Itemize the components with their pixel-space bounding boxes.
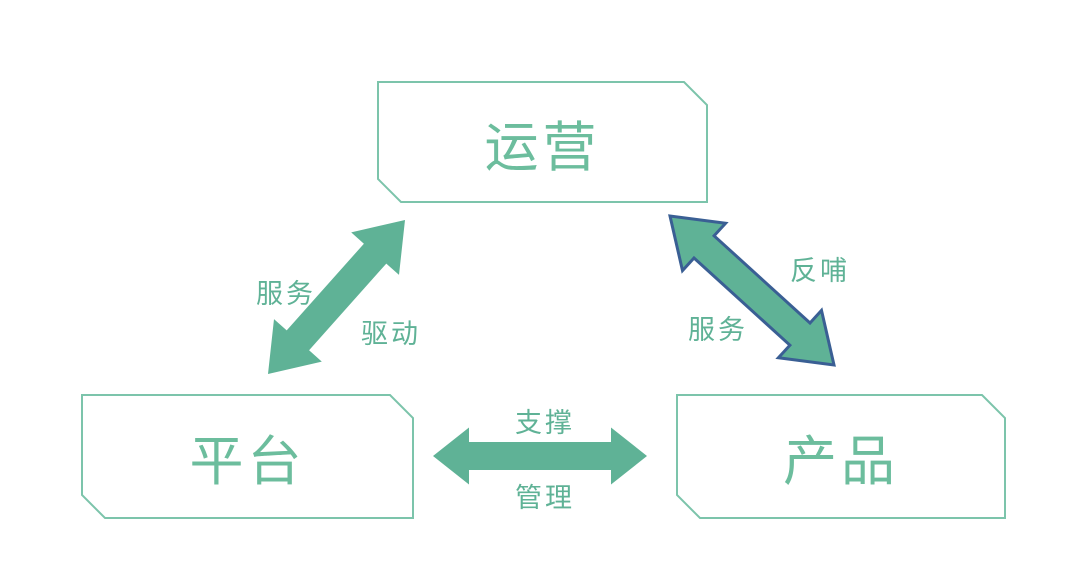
product-node-box [676, 394, 1006, 519]
operations-product-upper-label: 反哺 [790, 255, 850, 286]
platform-operations-upper-label: 服务 [256, 278, 316, 309]
platform-product-lower-label: 管理 [515, 482, 575, 513]
platform-node-label: 平台 [189, 432, 306, 492]
platform-product-arrow [433, 427, 647, 485]
product-node-label: 产品 [783, 432, 899, 492]
operations-node-box [377, 81, 708, 203]
platform-operations-arrow [268, 220, 405, 374]
platform-node-box [81, 394, 414, 519]
operations-product-arrow [668, 214, 836, 367]
platform-operations-lower-label: 驱动 [361, 318, 421, 349]
operations-product-lower-label: 服务 [688, 314, 748, 345]
operations-node-label: 运营 [484, 117, 601, 178]
platform-product-upper-label: 支撑 [515, 407, 575, 438]
